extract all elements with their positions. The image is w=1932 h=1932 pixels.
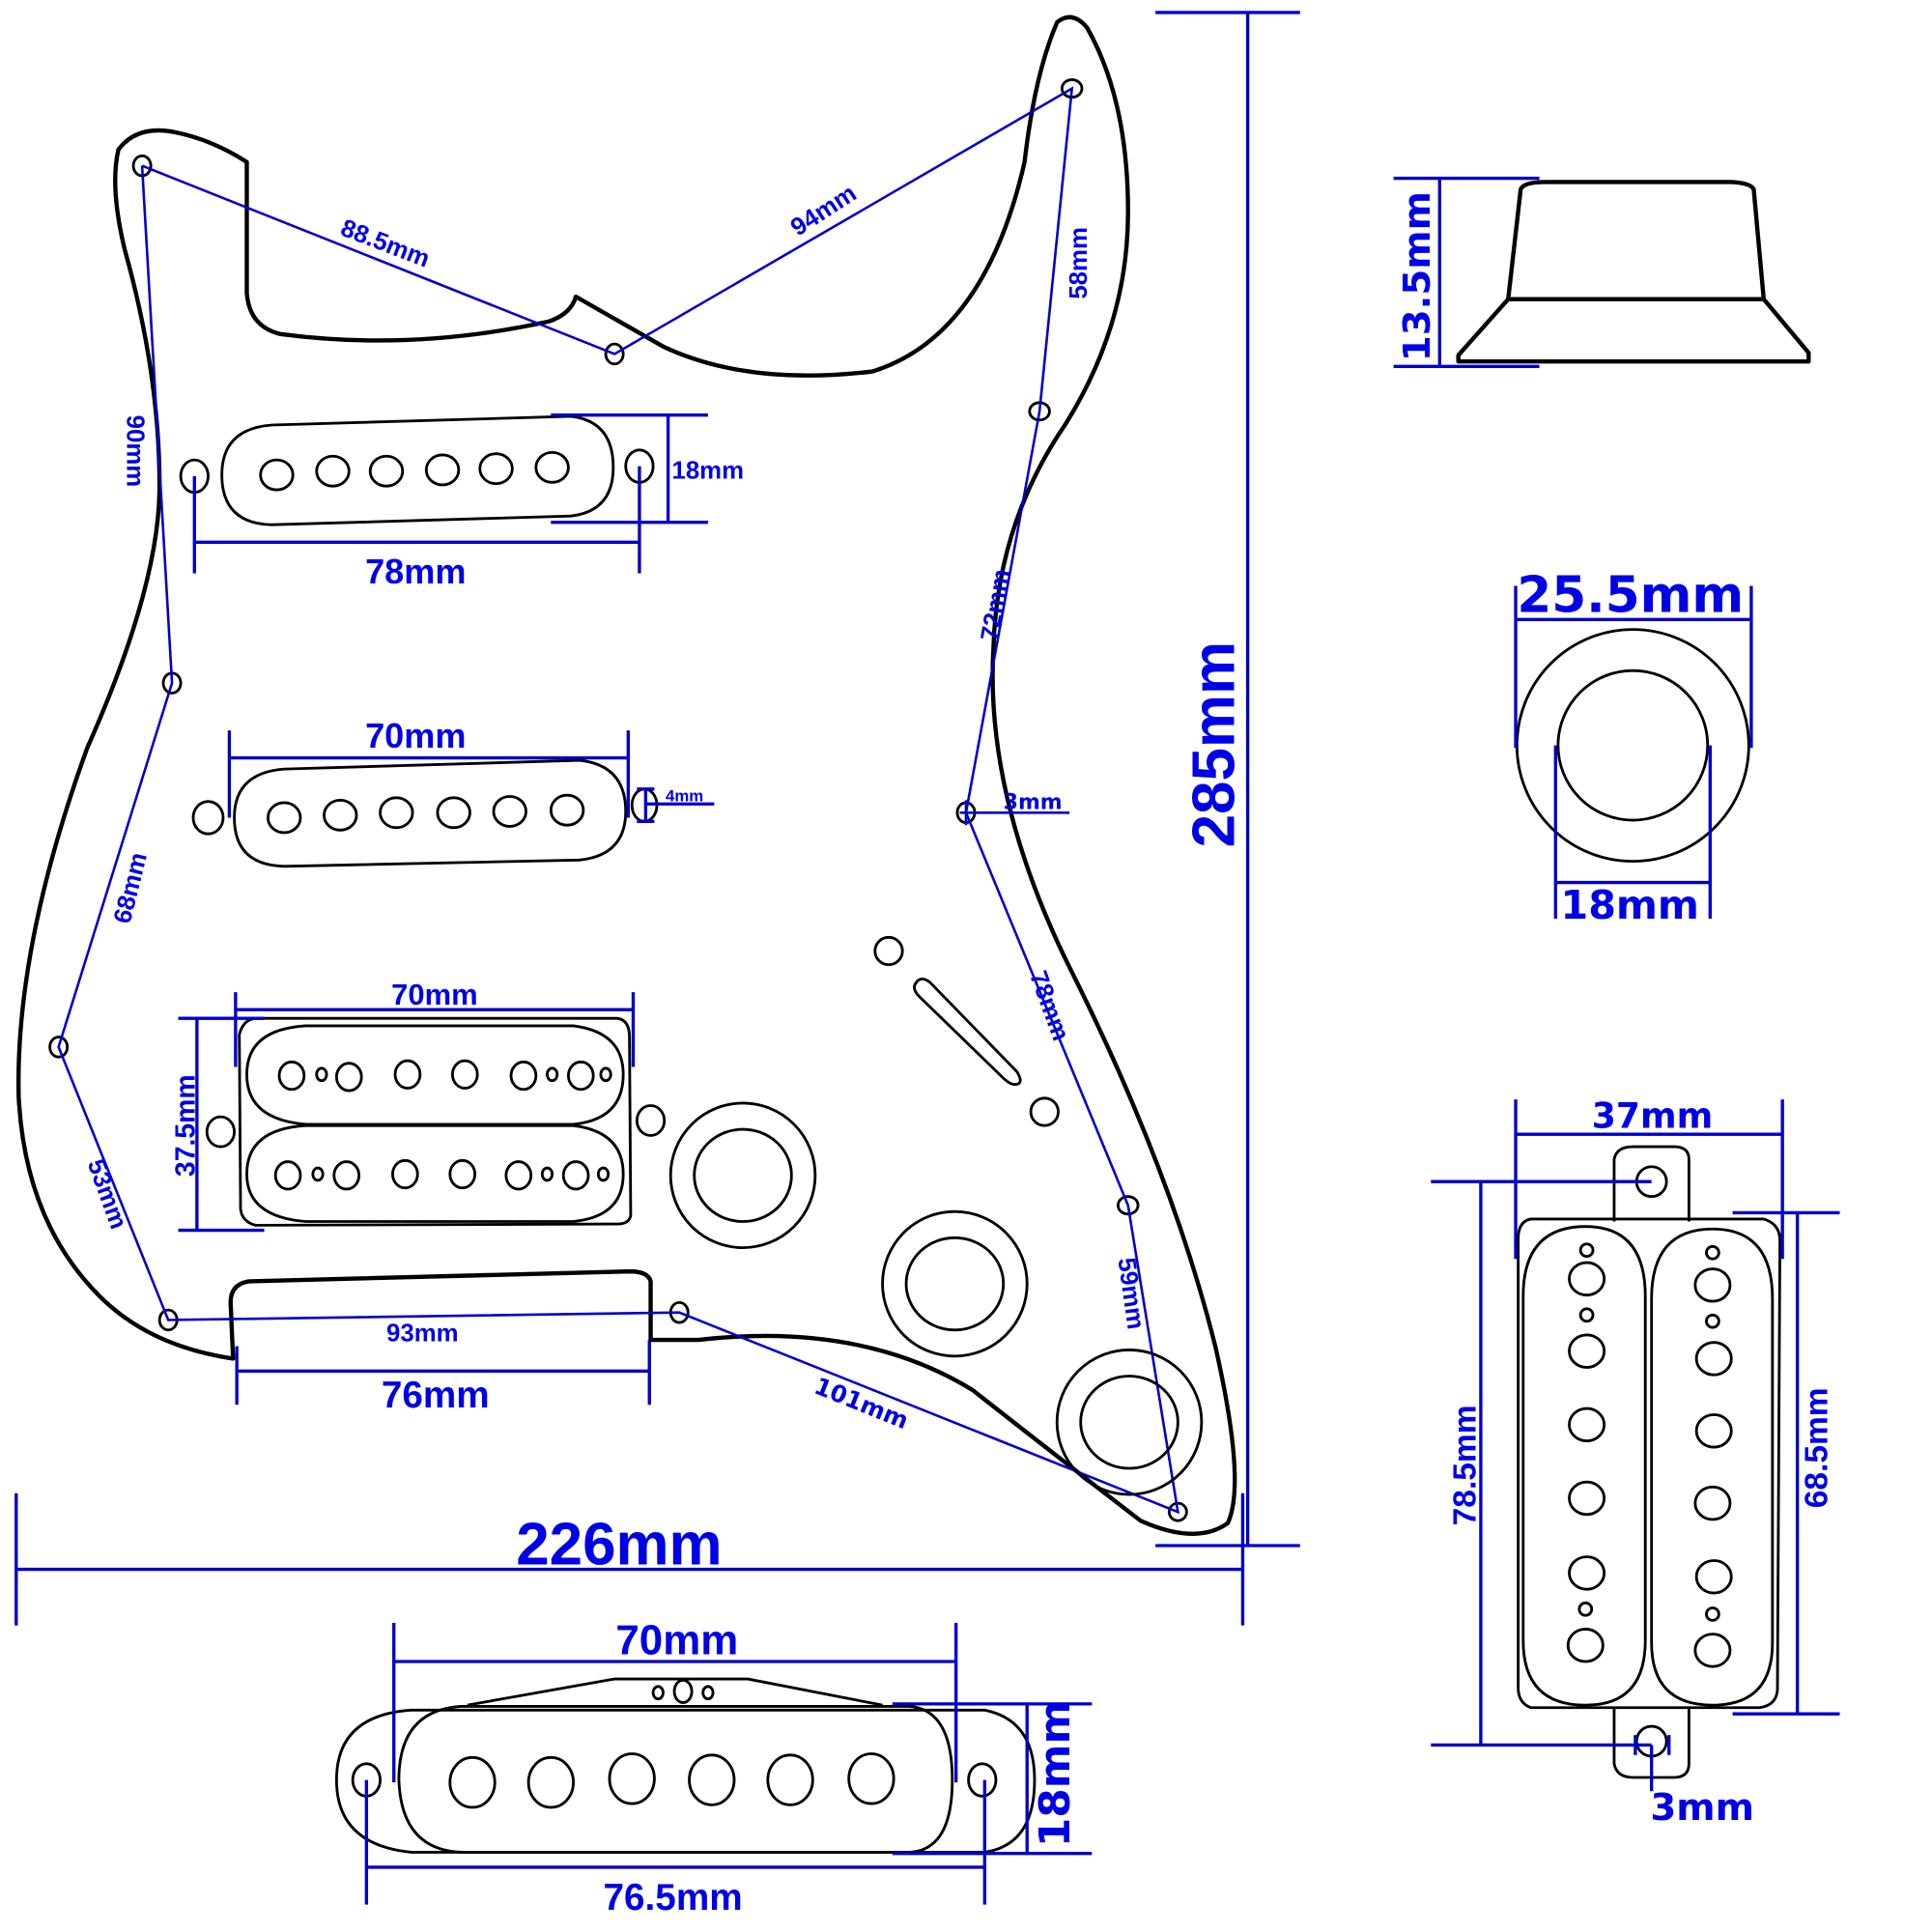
bridge-humbucker bbox=[205, 1016, 667, 1227]
label-humbucker-68-5mm: 68.5mm bbox=[1800, 1387, 1835, 1508]
neck-pickup bbox=[179, 414, 655, 526]
knob-height-dimension bbox=[1393, 176, 1540, 369]
label-88-5mm: 88.5mm bbox=[337, 214, 434, 273]
volume-knob-ring bbox=[668, 1101, 817, 1250]
humbucker-bottom-poles bbox=[273, 1158, 611, 1191]
bottom-cutout-dimension bbox=[235, 1340, 651, 1406]
label-overall-285mm: 285mm bbox=[1180, 641, 1247, 847]
label-middle-70mm: 70mm bbox=[365, 716, 466, 755]
label-53mm: 53mm bbox=[82, 1155, 132, 1233]
label-58mm: 58mm bbox=[1065, 227, 1093, 299]
knob-side-view bbox=[1456, 180, 1811, 364]
label-72mm: 72mm bbox=[977, 567, 1016, 642]
label-knob-25-5mm: 25.5mm bbox=[1517, 567, 1744, 625]
label-cutout-76mm: 76mm bbox=[382, 1375, 490, 1416]
switch-screw-hole-lower bbox=[1029, 1096, 1060, 1127]
label-humbucker-70mm: 70mm bbox=[391, 978, 477, 1011]
overall-height-dimension bbox=[1155, 11, 1300, 1548]
label-3mm-screw: 3mm bbox=[1004, 790, 1063, 814]
bridge-humbucker-dimensions bbox=[178, 992, 636, 1233]
tone-knob-2-inner bbox=[1079, 1375, 1179, 1470]
pickguard-outline bbox=[15, 14, 1237, 1536]
label-humbucker-37mm: 37mm bbox=[1592, 1095, 1714, 1137]
control-holes bbox=[668, 935, 1204, 1496]
label-overall-226mm: 226mm bbox=[516, 1511, 722, 1577]
label-middle-4mm: 4mm bbox=[666, 787, 703, 806]
middle-pickup-dimensions bbox=[227, 730, 715, 823]
label-59mm: 59mm bbox=[1112, 1256, 1149, 1331]
label-humbucker-3mm: 3mm bbox=[1650, 1786, 1754, 1830]
label-90mm: 90mm bbox=[122, 415, 149, 488]
switch-slot bbox=[913, 978, 1022, 1087]
label-78mm-right: 78mm bbox=[1024, 968, 1074, 1045]
spacing-line-top bbox=[57, 86, 1179, 1515]
label-single-coil-18mm: 18mm bbox=[1031, 1700, 1080, 1847]
label-knob-18mm: 18mm bbox=[1560, 882, 1698, 928]
knob-top-view bbox=[1515, 628, 1750, 864]
knob-diameter-dimensions bbox=[1514, 585, 1753, 919]
humbucker-left-poles bbox=[1566, 1242, 1606, 1663]
humbucker-top-poles bbox=[277, 1059, 612, 1093]
humbucker-right-poles bbox=[1693, 1244, 1733, 1668]
middle-pickup bbox=[191, 758, 659, 868]
label-neck-18mm: 18mm bbox=[671, 457, 744, 484]
label-humbucker-78-5mm: 78.5mm bbox=[1448, 1405, 1484, 1525]
label-neck-78mm: 78mm bbox=[365, 552, 466, 591]
label-humbucker-37-5mm: 37.5mm bbox=[170, 1074, 201, 1177]
tone-knob-1-ring bbox=[881, 1209, 1029, 1358]
tone-knob-1-inner bbox=[904, 1236, 1006, 1332]
label-101mm: 101mm bbox=[810, 1372, 913, 1435]
label-single-coil-70mm: 70mm bbox=[615, 1616, 738, 1663]
label-knob-13-5mm: 13.5mm bbox=[1396, 191, 1439, 361]
tone-knob-2-ring bbox=[1055, 1349, 1204, 1496]
switch-screw-hole-upper bbox=[873, 935, 904, 967]
volume-knob-inner bbox=[693, 1127, 793, 1223]
humbucker-detail-dimensions bbox=[1431, 1099, 1840, 1792]
label-93mm: 93mm bbox=[386, 1320, 459, 1347]
single-coil-dimensions bbox=[364, 1623, 1093, 1905]
overall-width-dimension bbox=[14, 1492, 1245, 1626]
label-single-coil-76-5mm: 76.5mm bbox=[604, 1877, 743, 1918]
screw-spacing-lines bbox=[57, 86, 1179, 1515]
humbucker-detail bbox=[1517, 1145, 1782, 1779]
neck-pickup-dimensions bbox=[192, 413, 708, 574]
